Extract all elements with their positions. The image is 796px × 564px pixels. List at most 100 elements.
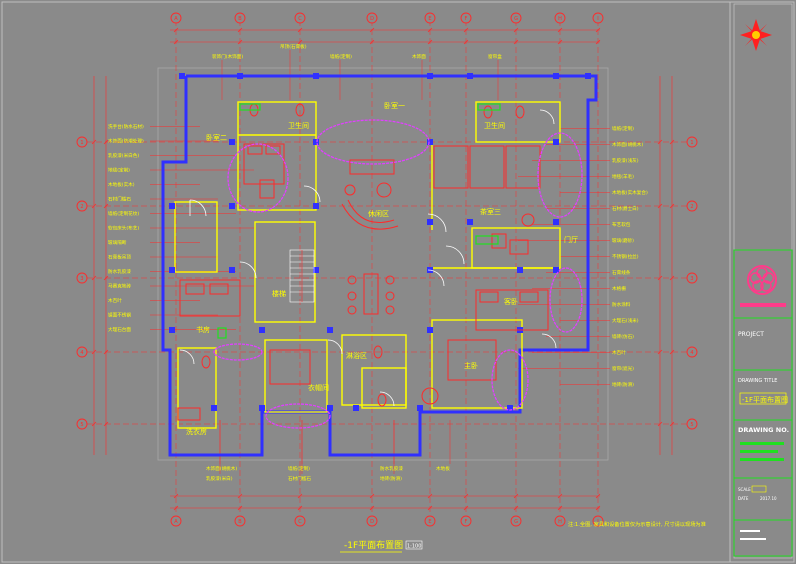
grid-bubble-col: E [424,12,436,24]
grid-col-label: D [370,16,374,22]
north-arrow-icon [740,19,772,51]
right-note-text: 木饰面(胡桃木) [612,141,643,148]
revision-clouds [213,119,583,429]
left-note-text: 木百叶 [108,297,122,304]
left-note-text: 木地板(实木) [108,181,135,188]
grid-bubble-row: 4 [686,346,698,358]
left-note-text: 玻璃隔断 [108,239,127,246]
right-note-text: 大理石(浅米) [612,317,639,324]
grid-row-label: 2 [690,204,693,210]
right-note-text: 墙纸(定制) [612,125,634,132]
grid-col-label: G [514,16,518,22]
staircase [289,249,315,303]
room-label: 洗衣房 [186,427,207,436]
grid-bubble-row: 5 [686,418,698,430]
left-note-text: 木饰面(防潮处理) [108,138,144,145]
grid-col-label: A [174,16,178,22]
date-value: 2017.10 [760,496,777,501]
grid-bubble-row: 2 [686,200,698,212]
left-note-text: 镜面不锈钢 [108,312,131,319]
top-material-notes: 装饰门(木饰面)吊顶(石膏板)墙纸(定制)木饰面窗帘盒 [212,43,502,60]
grid-col-label: H [558,16,562,22]
room-label: 书房 [196,325,210,334]
right-note-text: 石膏线条 [612,269,631,276]
bottom-note-text: 乳胶漆(米白) [206,475,233,482]
grid-bubble-col: B [234,12,246,24]
interior-walls [174,101,561,429]
grid-col-label: F [465,519,468,525]
right-note-text: 乳胶漆(浅灰) [612,157,639,164]
right-note-text: 木格栅 [612,285,626,292]
grid-bubble-row: 5 [76,418,88,430]
top-note-text: 墙纸(定制) [330,53,352,60]
grid-row-label: 1 [690,140,693,146]
grid-row-label: 5 [690,422,693,428]
drawing-title-label: DRAWING TITLE [738,378,777,384]
grid-col-label: I [597,519,598,525]
room-label: 茶室三 [480,207,501,216]
grid-row-label: 4 [80,350,83,356]
grid-row-label: 1 [80,140,83,146]
grid-bubble-col: G [510,12,522,24]
room-label: 门厅 [564,235,578,244]
right-note-text: 防水涂料 [612,301,631,308]
grid-bubble-col: E [424,515,436,527]
bottom-note-text: 木地板 [436,465,450,472]
leader-lines [150,50,610,474]
room-label: 卫生间 [484,121,505,130]
left-note-text: 马赛克地砖 [108,283,131,290]
room-label: 淋浴区 [346,351,367,360]
grid-bubble-row: 2 [76,200,88,212]
left-note-text: 洗手台(防水石材) [108,123,144,130]
grid-bubble-col: B [234,515,246,527]
grid-bubble-col: G [510,515,522,527]
grid-bubble-col: D [366,515,378,527]
grid-col-label: F [465,16,468,22]
left-material-notes: 洗手台(防水石材) 木饰面(防潮处理) 乳胶漆(米白色) 地毯(定制) 木地板(实木) 石… [108,123,144,333]
right-note-text: 布艺软包 [612,221,631,228]
left-note-text: 墙纸(定制花纹) [108,210,139,217]
room-label: 卧室二 [206,133,227,142]
right-note-text: 地砖(防滑) [612,381,634,388]
right-note-text: 玻璃(磨砂) [612,237,634,244]
right-note-text: 窗帘(遮光) [612,365,634,372]
left-note-text: 石材门槛石 [108,196,131,203]
date-label: DATE [738,496,749,501]
grid-bubble-col: D [366,12,378,24]
room-label: 衣帽间 [308,383,329,392]
green-markers [217,103,501,339]
top-note-text: 装饰门(木饰面) [212,53,243,60]
left-note-text: 乳胶漆(米白色) [108,152,139,159]
grid-bubble-row: 1 [686,136,698,148]
right-note-text: 木百叶 [612,349,626,356]
left-note-text: 石膏板吊顶 [108,254,131,261]
grid-bubble-col: H [554,515,566,527]
grid-bubble-col: F [460,12,472,24]
grid-col-label: H [558,519,562,525]
drawing-title-value: -1F平面布置图 [742,395,788,404]
grid-bubble-row: 4 [76,346,88,358]
grid-bubble-row: 3 [76,272,88,284]
drawing-no-label: DRAWING NO. [738,426,789,434]
left-note-text: 大理石台面 [108,326,131,333]
grid-row-label: 5 [80,422,83,428]
title-block: PROJECT DRAWING TITLE -1F平面布置图 DRAWING N… [733,249,793,557]
grid-bubble-col: I [592,12,604,24]
right-note-text: 墙砖(仿石) [612,333,634,340]
furniture [177,103,549,421]
room-label: 楼梯 [272,289,286,298]
drawing-title: -1F平面布置图 [344,539,403,551]
bottom-note-text: 地砖(防滑) [380,475,402,482]
left-note-text: 地毯(定制) [108,167,130,174]
grid-bubble-col: A [170,12,182,24]
grid-row-label: 4 [690,350,693,356]
left-note-text: 软包床头(布艺) [108,225,139,232]
structural-columns [169,73,591,411]
grid-col-label: I [597,16,598,22]
company-logo-icon [747,265,777,295]
bottom-note-text: 防水乳胶漆 [380,465,403,472]
bottom-note-text: 木饰面(胡桃木) [206,465,237,472]
grid-col-label: E [428,16,431,22]
exterior-walls [161,74,598,457]
